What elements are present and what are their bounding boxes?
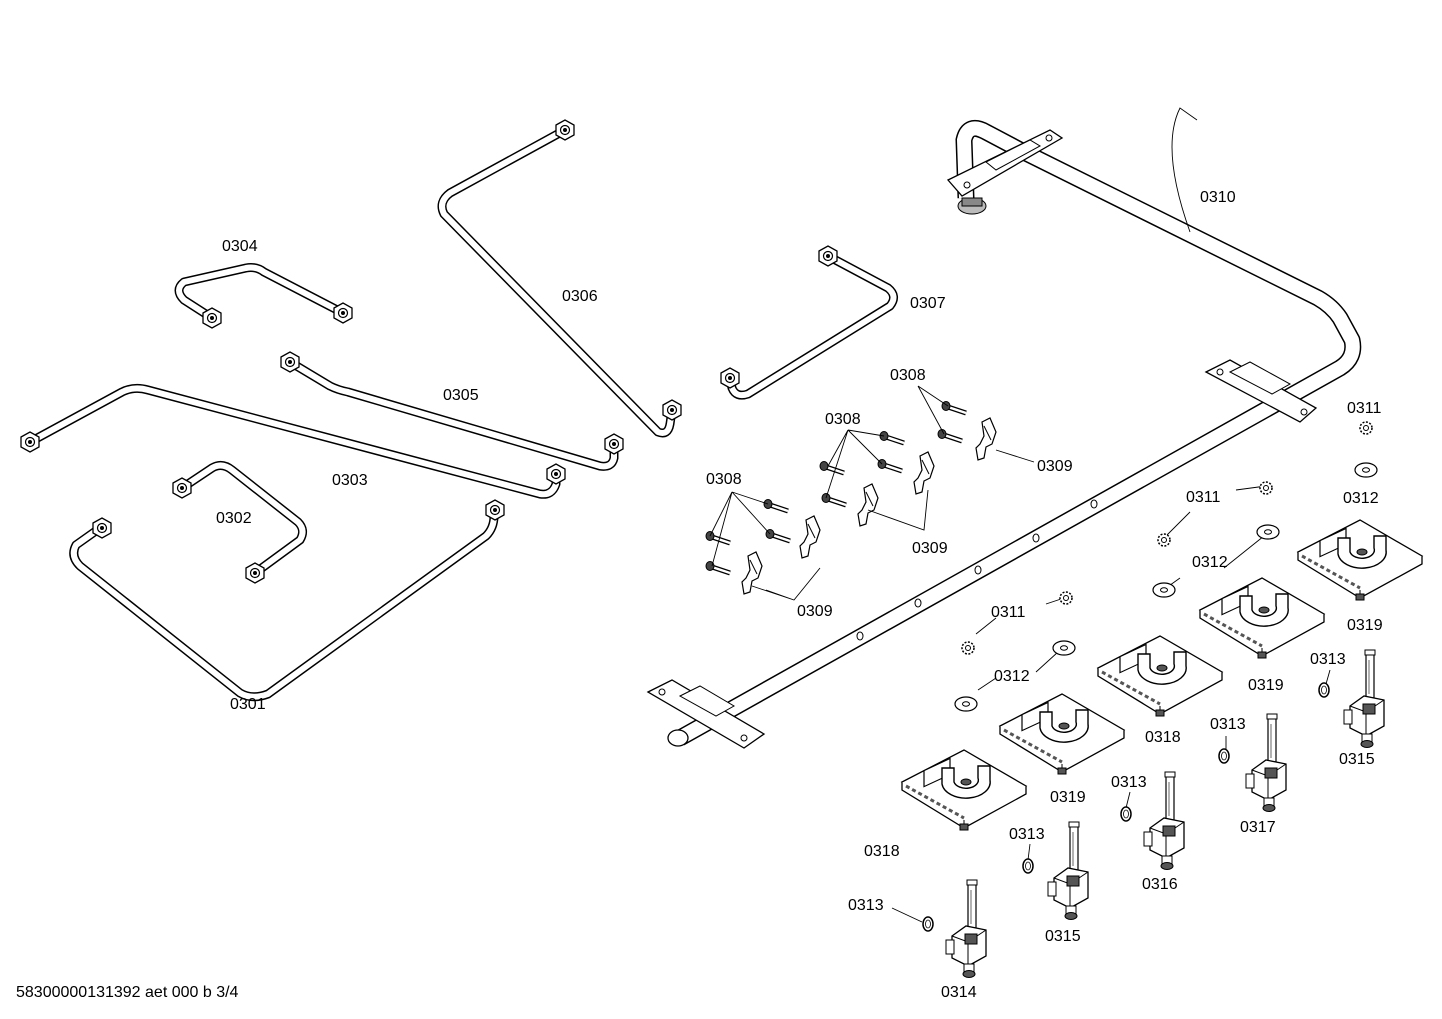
label-0312-b: 0312 [1192, 554, 1228, 571]
label-0309-c: 0309 [797, 603, 833, 620]
label-0311-b: 0311 [1186, 489, 1221, 506]
label-0308-b: 0308 [825, 411, 861, 428]
pipe-0305 [280, 351, 624, 471]
label-0311-c: 0311 [991, 604, 1026, 621]
pipe-0306 [437, 119, 682, 438]
label-0314: 0314 [941, 984, 977, 1001]
label-0313-c: 0313 [1111, 774, 1147, 791]
label-0319-c: 0319 [1050, 789, 1086, 806]
gas-manifold-0310 [646, 119, 1362, 749]
label-0309-a: 0309 [1037, 458, 1073, 475]
label-0319-b: 0319 [1248, 677, 1284, 694]
label-0312-c: 0312 [994, 668, 1030, 685]
label-0318-a: 0318 [1145, 729, 1181, 746]
pipe-0303 [20, 383, 566, 499]
label-0312-a: 0312 [1343, 490, 1379, 507]
label-0316: 0316 [1142, 876, 1178, 893]
label-0301: 0301 [230, 696, 266, 713]
pipe-0307 [720, 245, 898, 400]
label-0315-b: 0315 [1045, 928, 1081, 945]
label-0306: 0306 [562, 288, 598, 305]
label-0304: 0304 [222, 238, 258, 255]
label-0313-a: 0313 [1310, 651, 1346, 668]
label-0308-c: 0308 [706, 471, 742, 488]
label-0313-b: 0313 [1210, 716, 1246, 733]
pipe-0302 [172, 460, 308, 584]
label-0302: 0302 [216, 510, 252, 527]
document-code: 58300000131392 aet 000 b 3/4 [16, 984, 239, 1001]
label-0315-a: 0315 [1339, 751, 1375, 768]
pipe-0304 [174, 263, 353, 329]
label-0311-a: 0311 [1347, 400, 1382, 417]
label-0305: 0305 [443, 387, 479, 404]
label-0307: 0307 [910, 295, 946, 312]
label-0313-d: 0313 [1009, 826, 1045, 843]
label-0308-a: 0308 [890, 367, 926, 384]
label-0317: 0317 [1240, 819, 1276, 836]
label-0303: 0303 [332, 472, 368, 489]
label-0319-a: 0319 [1347, 617, 1383, 634]
part-labels: 0301 0302 0303 0304 0305 0306 0307 0308 … [216, 189, 1383, 1001]
pipe-0301 [69, 499, 505, 702]
label-0310: 0310 [1200, 189, 1236, 206]
label-0309-b: 0309 [912, 540, 948, 557]
label-0318-b: 0318 [864, 843, 900, 860]
leader-lines [709, 107, 1331, 923]
label-0313-e: 0313 [848, 897, 884, 914]
